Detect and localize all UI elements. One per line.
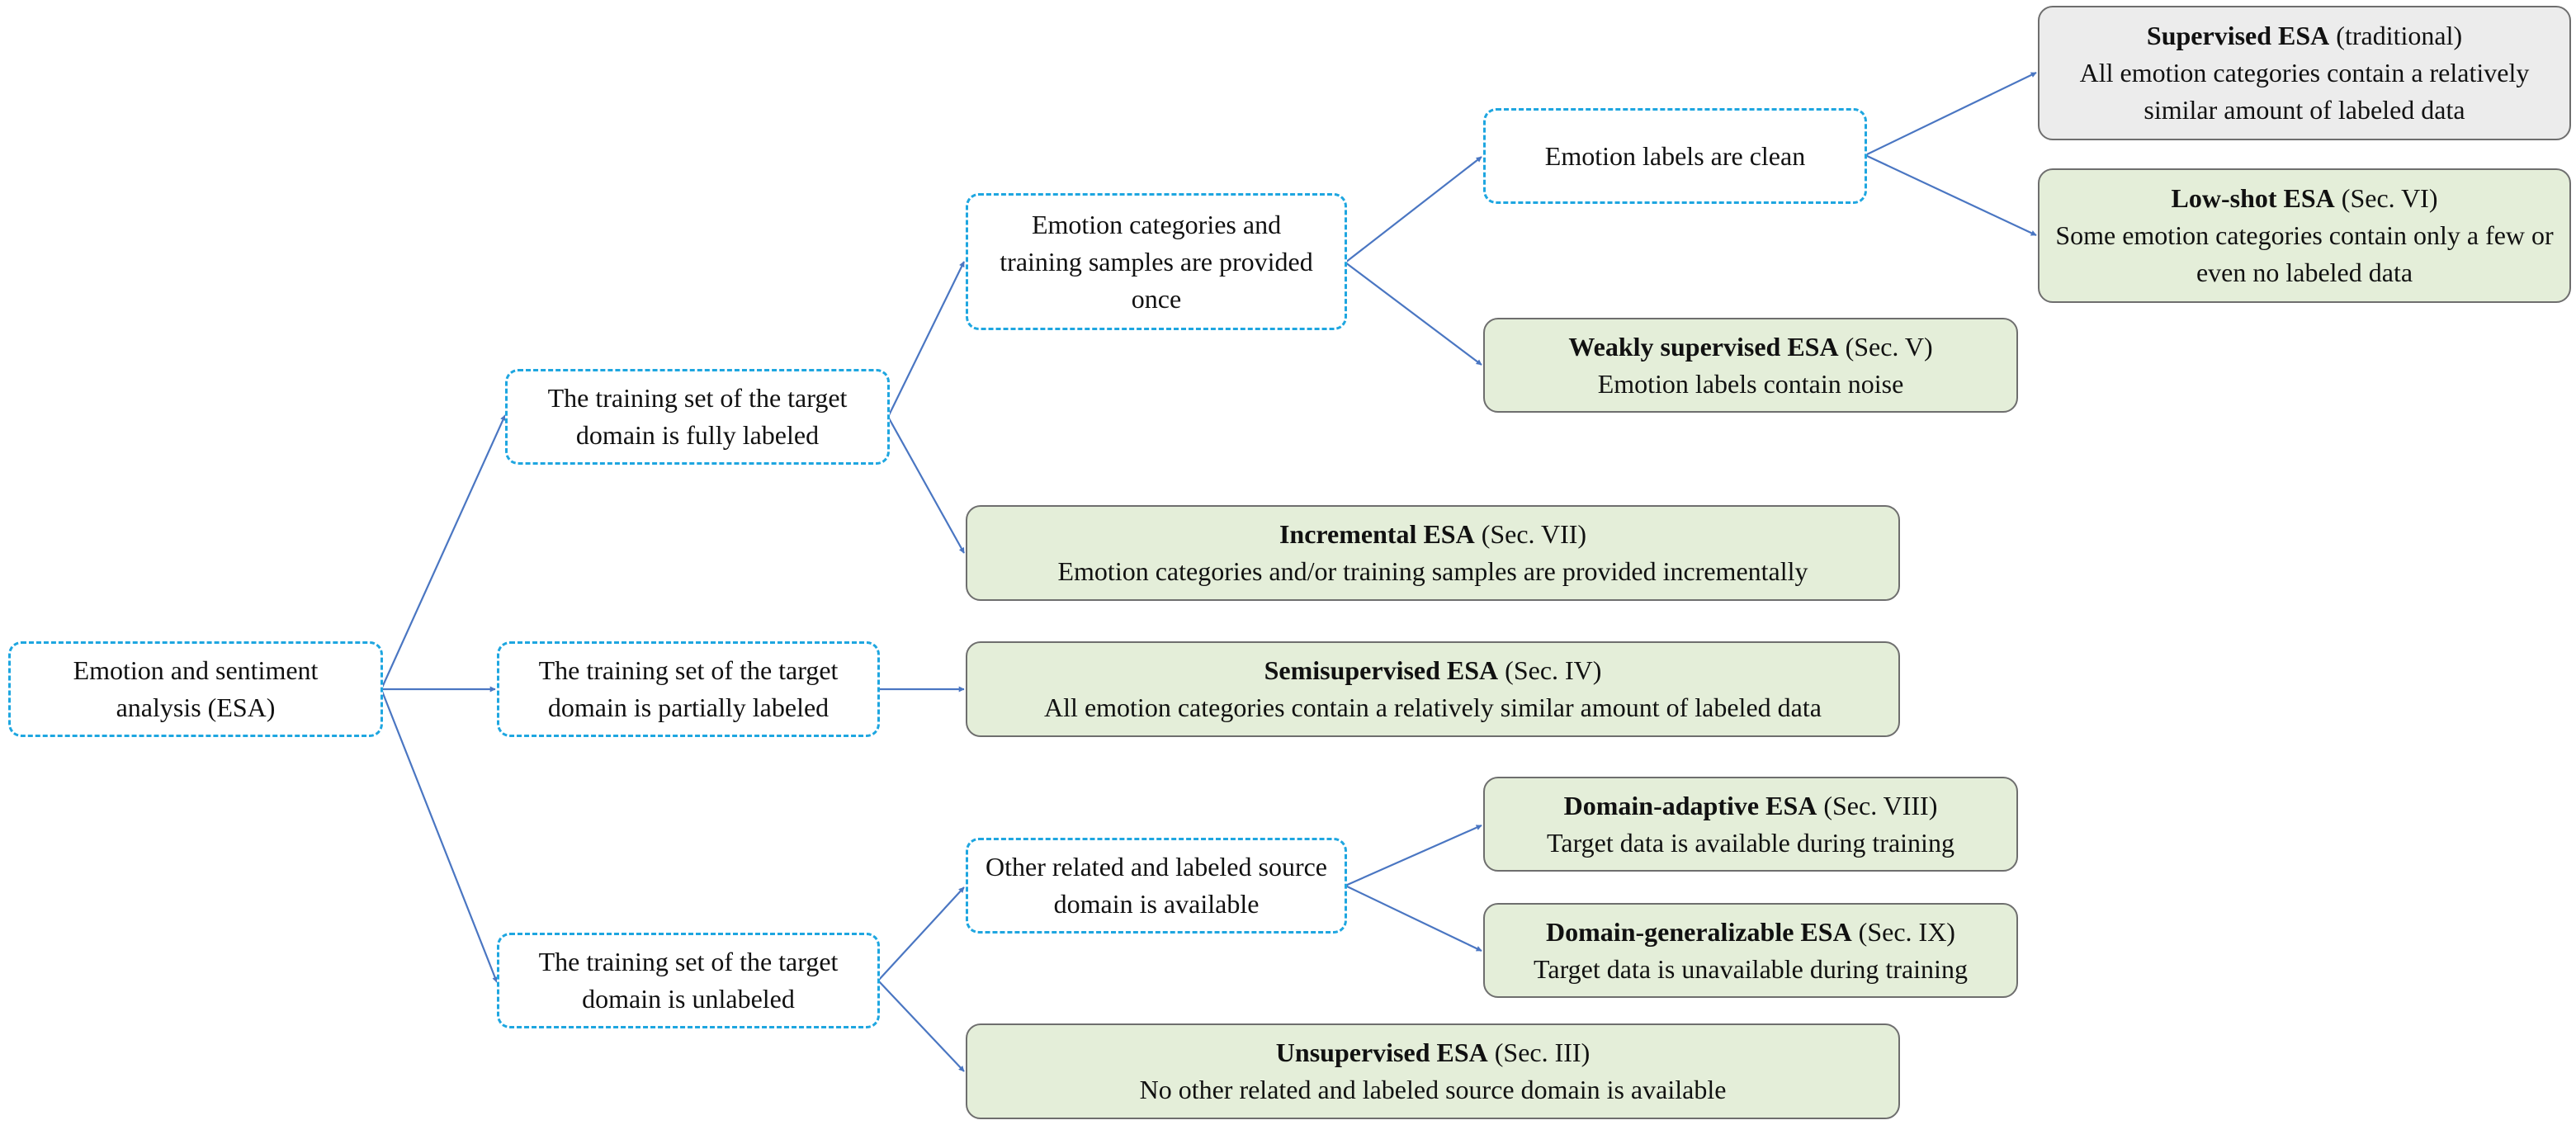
low-shot-esa-section: (Sec. VI)	[2341, 183, 2438, 213]
labels-clean-node: Emotion labels are clean	[1483, 108, 1867, 204]
domain-generalizable-esa-section: (Sec. IX)	[1858, 916, 1955, 947]
domain-adaptive-esa-node: Domain-adaptive ESA (Sec. VIII) Target d…	[1483, 777, 2018, 872]
arrow-fully-labeled-to-provided-once	[887, 261, 965, 418]
root-node-label: Emotion and sentiment analysis (ESA)	[73, 655, 319, 722]
related-source-label: Other related and labeled source domain …	[985, 852, 1327, 919]
semisupervised-esa-node: Semisupervised ESA (Sec. IV) All emotion…	[966, 641, 1900, 737]
supervised-esa-section: (traditional)	[2336, 21, 2463, 50]
arrow-provided-once-to-labels-clean	[1345, 156, 1482, 263]
domain-generalizable-esa-name: Domain-generalizable ESA	[1546, 916, 1852, 947]
domain-adaptive-esa-description: Target data is available during training	[1547, 827, 1954, 858]
incremental-esa-section: (Sec. VII)	[1481, 519, 1587, 549]
arrow-root-to-fully-labeled	[380, 414, 507, 690]
weakly-supervised-esa-section: (Sec. V)	[1845, 331, 1933, 362]
domain-generalizable-esa-node: Domain-generalizable ESA (Sec. IX) Targe…	[1483, 903, 2018, 998]
unlabeled-node: The training set of the target domain is…	[497, 933, 880, 1028]
related-source-node: Other related and labeled source domain …	[966, 838, 1347, 934]
low-shot-esa-node: Low-shot ESA (Sec. VI) Some emotion cate…	[2038, 168, 2571, 303]
arrow-related-source-to-domain-generalizable	[1345, 885, 1482, 952]
arrow-labels-clean-to-supervised	[1865, 72, 2037, 156]
domain-adaptive-esa-section: (Sec. VIII)	[1823, 790, 1938, 820]
supervised-esa-name: Supervised ESA	[2146, 21, 2330, 50]
unsupervised-esa-node: Unsupervised ESA (Sec. III) No other rel…	[966, 1023, 1900, 1119]
unlabeled-label: The training set of the target domain is…	[538, 947, 839, 1014]
weakly-supervised-esa-node: Weakly supervised ESA (Sec. V) Emotion l…	[1483, 318, 2018, 413]
arrow-provided-once-to-weakly	[1345, 262, 1482, 366]
incremental-esa-node: Incremental ESA (Sec. VII) Emotion categ…	[966, 505, 1900, 601]
unsupervised-esa-description: No other related and labeled source doma…	[1139, 1075, 1727, 1104]
domain-adaptive-esa-name: Domain-adaptive ESA	[1563, 790, 1817, 820]
arrow-root-to-unlabeled	[380, 688, 499, 983]
supervised-esa-description: All emotion categories contain a relativ…	[2079, 58, 2530, 125]
semisupervised-esa-name: Semisupervised ESA	[1264, 655, 1499, 685]
low-shot-esa-name: Low-shot ESA	[2171, 183, 2335, 213]
unsupervised-esa-section: (Sec. III)	[1494, 1038, 1591, 1067]
weakly-supervised-esa-description: Emotion labels contain noise	[1597, 368, 1904, 399]
arrow-unlabeled-to-related-source	[877, 886, 965, 981]
fully-labeled-label: The training set of the target domain is…	[547, 383, 848, 450]
arrow-unlabeled-to-unsupervised	[877, 980, 965, 1072]
semisupervised-esa-description: All emotion categories contain a relativ…	[1044, 692, 1822, 722]
provided-once-node: Emotion categories and training samples …	[966, 193, 1347, 330]
domain-generalizable-esa-description: Target data is unavailable during traini…	[1534, 953, 1968, 984]
root-node: Emotion and sentiment analysis (ESA)	[8, 641, 383, 737]
incremental-esa-description: Emotion categories and/or training sampl…	[1057, 556, 1808, 586]
arrow-related-source-to-domain-adaptive	[1345, 824, 1482, 887]
unsupervised-esa-name: Unsupervised ESA	[1275, 1038, 1488, 1067]
weakly-supervised-esa-name: Weakly supervised ESA	[1568, 331, 1839, 362]
fully-labeled-node: The training set of the target domain is…	[505, 369, 890, 465]
provided-once-label: Emotion categories and training samples …	[1000, 209, 1313, 314]
semisupervised-esa-section: (Sec. IV)	[1505, 655, 1602, 685]
partially-labeled-node: The training set of the target domain is…	[497, 641, 880, 737]
arrow-labels-clean-to-low-shot	[1865, 154, 2037, 236]
low-shot-esa-description: Some emotion categories contain only a f…	[2055, 220, 2554, 287]
arrow-fully-labeled-to-incremental	[887, 416, 965, 554]
supervised-esa-node: Supervised ESA (traditional) All emotion…	[2038, 6, 2571, 140]
partially-labeled-label: The training set of the target domain is…	[538, 655, 839, 722]
incremental-esa-name: Incremental ESA	[1279, 519, 1475, 549]
labels-clean-label: Emotion labels are clean	[1544, 140, 1806, 171]
